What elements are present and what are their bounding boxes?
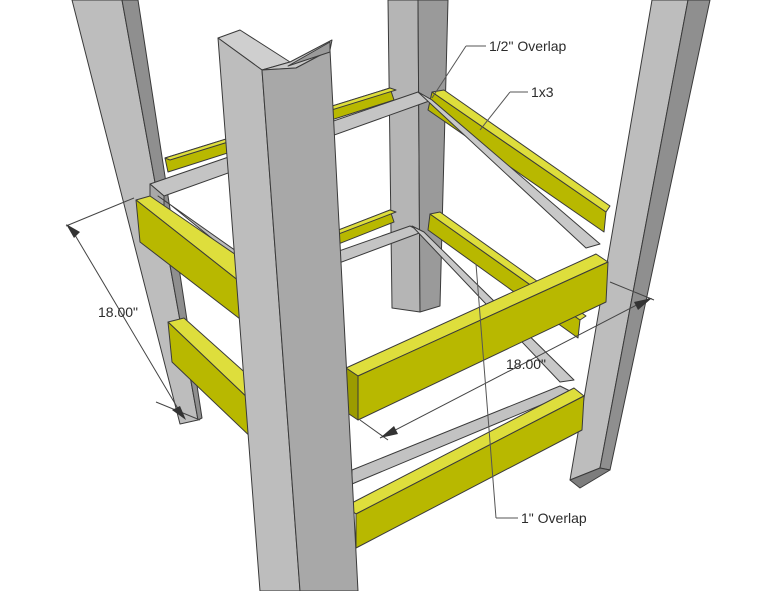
board-size-label: 1x3 — [531, 84, 554, 100]
left-dimension — [65, 197, 201, 421]
front-upper-rail — [345, 253, 609, 421]
front-right-leg — [569, 0, 711, 489]
board-size-leader — [479, 91, 528, 131]
half-overlap-label: 1/2" Overlap — [489, 38, 567, 54]
back-center-leg — [387, 0, 449, 313]
right-upper-rail — [427, 89, 611, 233]
one-overlap-leader — [475, 263, 518, 519]
left-dimension-label: 18.00" — [98, 304, 138, 320]
front-dimension — [359, 281, 655, 441]
one-overlap-label: 1" Overlap — [521, 510, 587, 526]
half-overlap-leader — [431, 45, 486, 99]
front-left-leg — [217, 29, 359, 591]
front-dimension-label: 18.00" — [506, 356, 546, 372]
